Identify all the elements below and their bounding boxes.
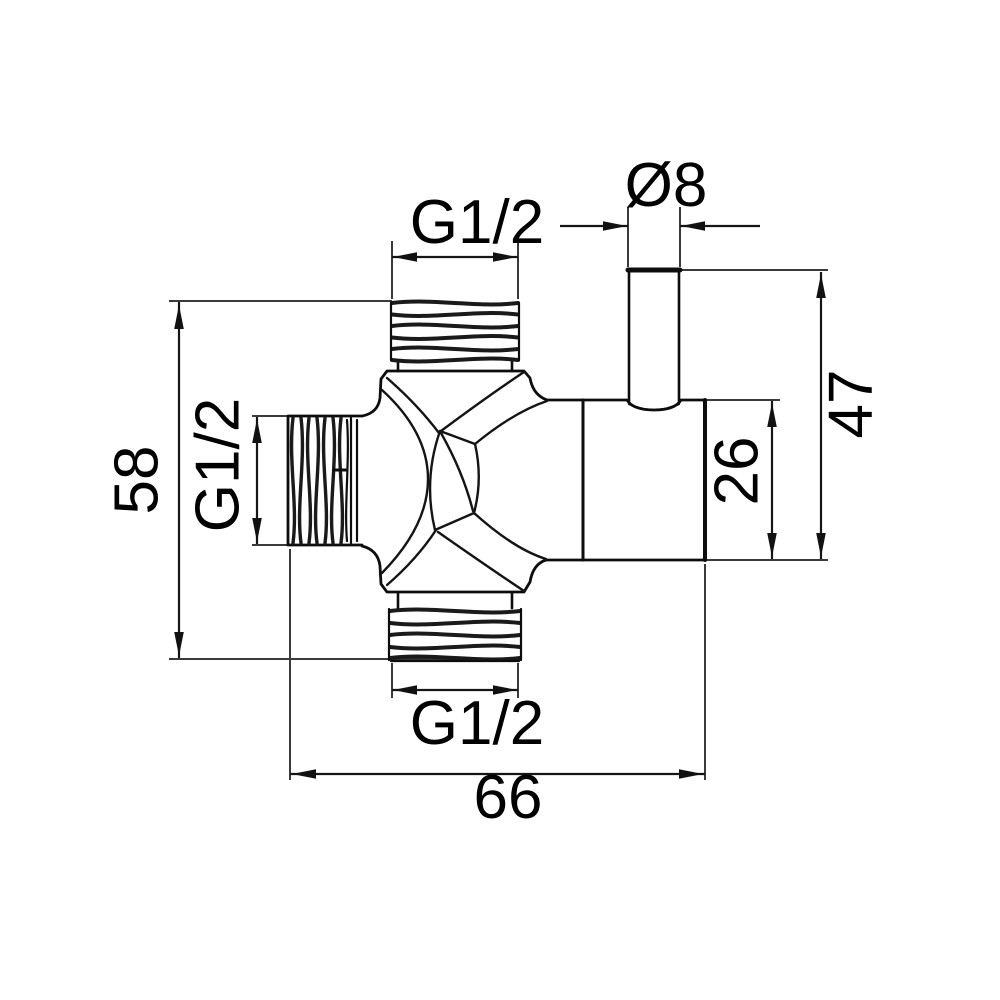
extension-lines	[169, 207, 828, 780]
dimension-labels: G1/2 Ø8 G1/2 58 47 26 66 G1/2	[103, 151, 886, 832]
diverter-stem	[625, 267, 683, 404]
spool-top-edge	[438, 429, 477, 446]
left-port-outline	[286, 414, 364, 547]
spool-right-edge	[472, 442, 480, 515]
spool-diagonal	[439, 431, 475, 513]
bottom-port-threads	[387, 607, 523, 663]
stem-base-fillet	[627, 402, 681, 412]
stem-edges	[627, 268, 681, 404]
lower-right-web-top	[472, 511, 548, 561]
internal-contours	[380, 370, 549, 593]
lower-left-web	[385, 528, 438, 587]
dim-label-left-thread: G1/2	[184, 398, 253, 532]
dim-label-stem-diameter: Ø8	[625, 151, 708, 220]
upper-right-web-top	[439, 370, 526, 433]
left-web-curve	[380, 388, 430, 575]
spool-bottom-edge	[433, 511, 476, 532]
lower-right-web-bottom	[436, 530, 526, 593]
spool-left-edge	[428, 429, 442, 532]
top-port-neck	[396, 359, 514, 373]
upper-right-web-bottom	[473, 399, 549, 446]
dim-label-bottom-thread: G1/2	[410, 689, 544, 758]
left-port-neck	[349, 416, 359, 545]
left-port-threads	[289, 416, 359, 545]
dim-label-stem-height: 47	[817, 370, 886, 439]
dim-label-top-thread: G1/2	[410, 188, 544, 257]
bottom-port-neck	[396, 591, 514, 610]
dim-label-body-height: 26	[703, 437, 772, 506]
upper-left-web	[385, 376, 441, 435]
top-port-threads	[389, 299, 521, 364]
valve-body	[286, 359, 707, 610]
dim-label-overall-height: 58	[103, 446, 172, 515]
dim-label-overall-width: 66	[474, 763, 543, 832]
